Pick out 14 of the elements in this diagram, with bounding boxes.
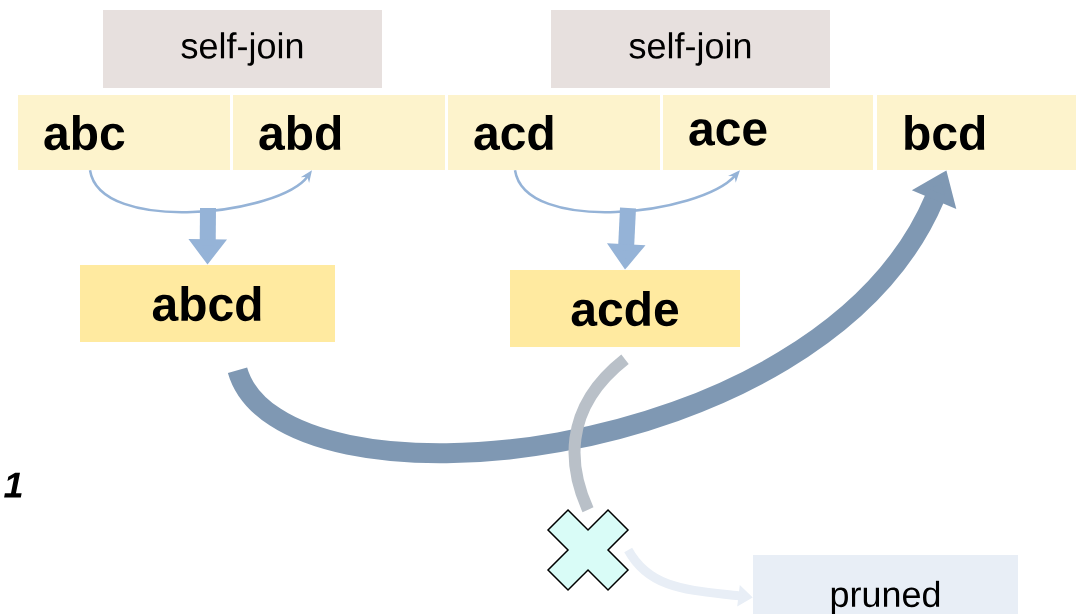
itemset-cell: ace — [663, 95, 873, 170]
operation-label-box: self-join — [551, 10, 830, 88]
status-box: pruned — [753, 555, 1018, 614]
cross-mark — [546, 508, 630, 592]
itemset-cell: abc — [18, 95, 230, 170]
operation-label-box: self-join — [103, 10, 382, 88]
itemset-cell: acd — [448, 95, 660, 170]
itemset-cell: abd — [233, 95, 445, 170]
arrow — [88, 169, 312, 214]
arrow — [513, 169, 740, 214]
number-label: 1 — [4, 472, 22, 498]
result-box: acde — [510, 270, 740, 347]
itemset-cell: bcd — [877, 95, 1076, 170]
result-box: abcd — [80, 265, 335, 342]
